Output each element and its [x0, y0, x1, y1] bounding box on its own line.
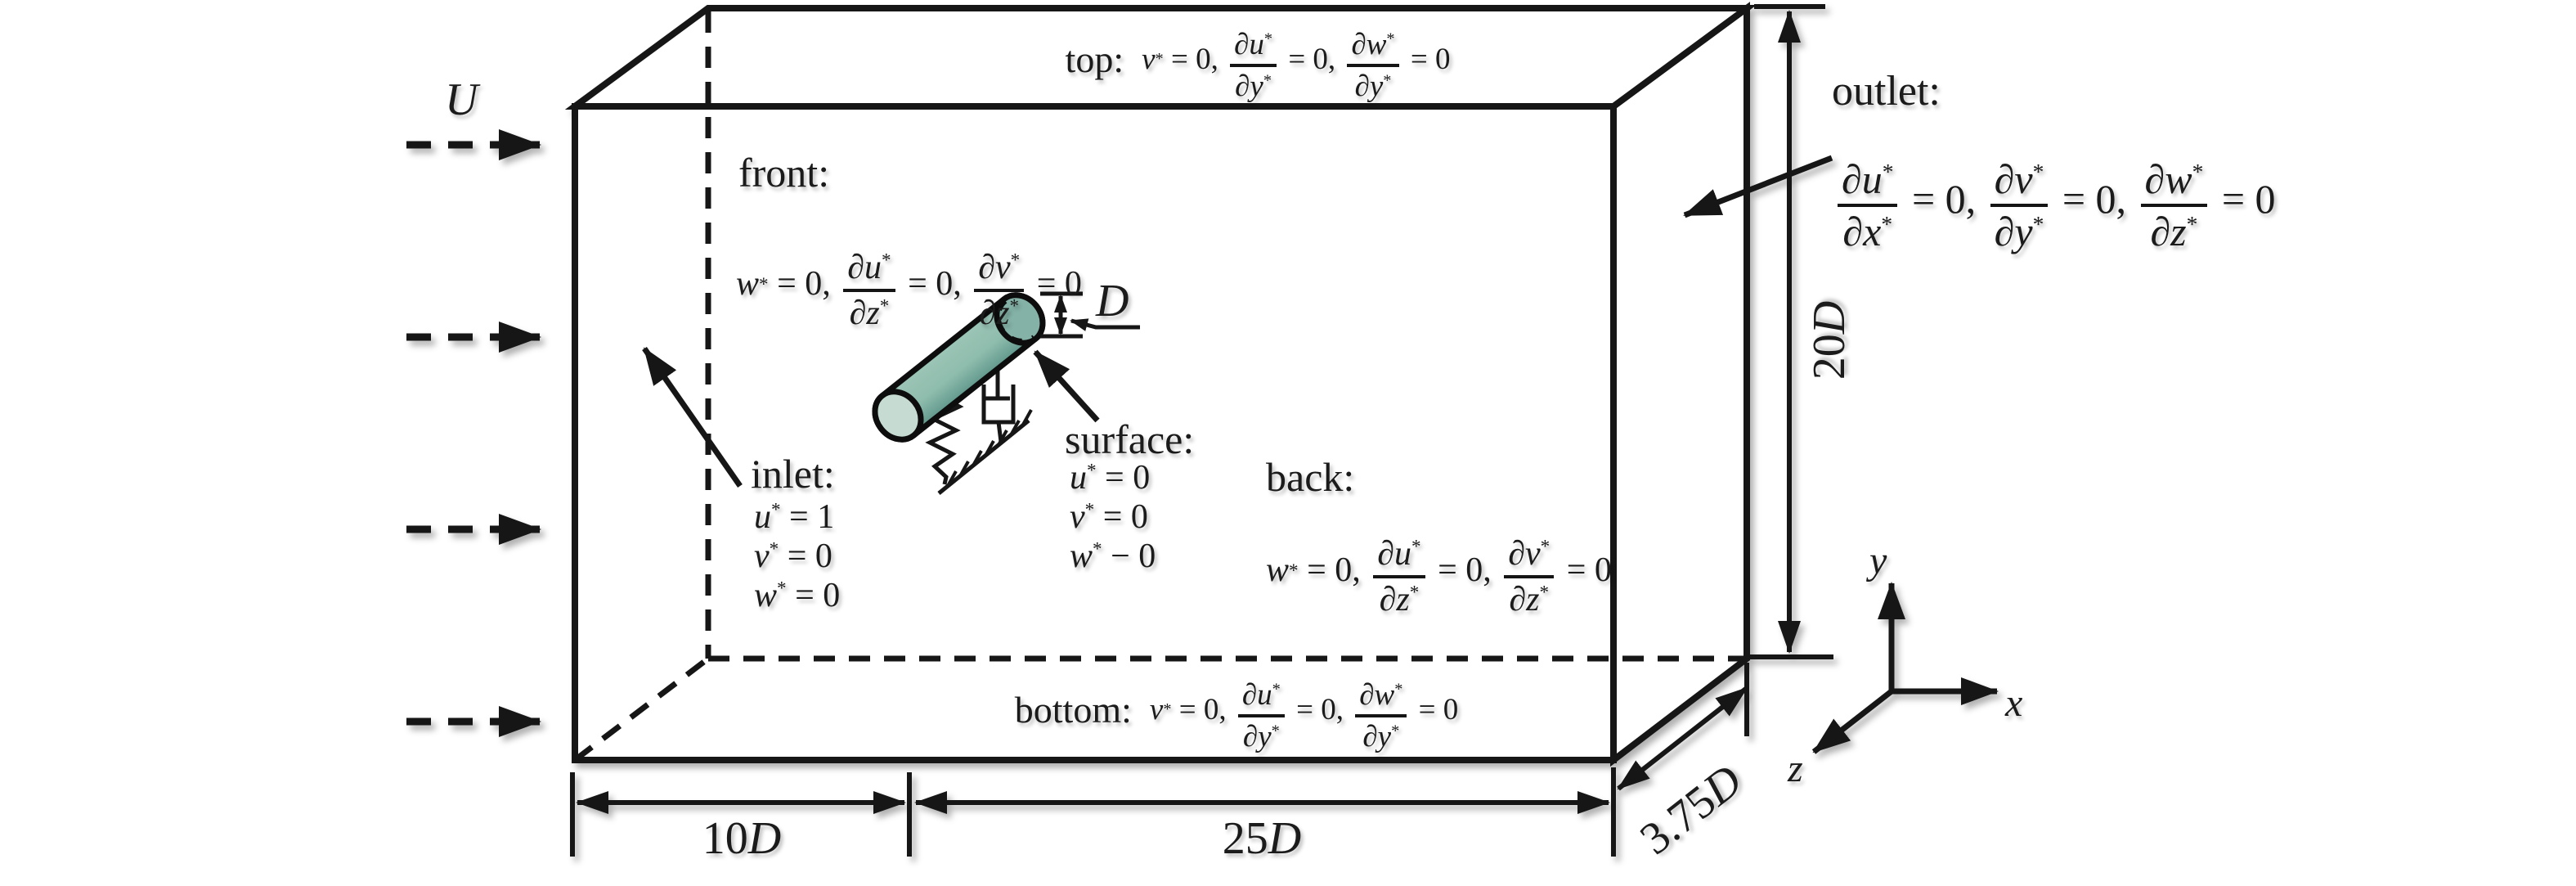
diagram-geometry [406, 2, 1999, 857]
inflow-arrows [406, 129, 541, 737]
dimension-upstream [570, 772, 912, 857]
dimension-height [1750, 4, 1833, 659]
bc-inlet-line-3: w* = 0 [754, 577, 841, 614]
freestream-label: U [445, 74, 478, 125]
box-hidden-edge-bottom-left [572, 656, 711, 762]
bc-front-formula: w* = 0, ∂u*∂z* = 0, ∂v*∂z* = 0 [736, 237, 1082, 331]
arrow-375d [1617, 686, 1748, 791]
y-axis-label: y [1869, 539, 1887, 582]
bc-inlet-lines: u* = 1 v* = 0 w* = 0 [754, 497, 840, 615]
x-axis-label: x [2005, 681, 2023, 725]
z-axis-label: z [1788, 747, 1803, 790]
bc-back-label: back: [1266, 454, 1355, 500]
outlet-leader-arrow [1683, 155, 1833, 218]
bc-top-formula: v* = 0, ∂u*∂y* = 0, ∂w*∂y* = 0 [1142, 16, 1450, 101]
bc-outlet-label: outlet: [1832, 68, 1941, 115]
surface-leader-arrow [1033, 349, 1100, 423]
box-front-face [572, 103, 1617, 763]
bc-front-label: front: [738, 150, 830, 196]
dimension-diameter [1040, 291, 1140, 339]
z-axis-arrow [1811, 689, 1894, 754]
bc-bottom-label: bottom: [1014, 688, 1132, 731]
box-right-face [1610, 2, 1750, 767]
bc-top-label: top: [1065, 38, 1124, 80]
bc-back: w* = 0, ∂u*∂z* = 0, ∂v*∂z* = 0 [1266, 524, 1612, 617]
bc-outlet: ∂u*∂x* = 0, ∂v*∂y* = 0, ∂w*∂z* = 0 [1833, 146, 2276, 252]
leader-arrows [642, 155, 1833, 488]
dim-d-label: D [1096, 276, 1129, 326]
cylinder-hidden-rim [997, 300, 1034, 342]
cylinder-far-cap [994, 292, 1046, 346]
bc-front: w* = 0, ∂u*∂z* = 0, ∂v*∂z* = 0 [736, 237, 1082, 331]
bc-top: top: v* = 0, ∂u*∂y* = 0, ∂w*∂y* = 0 [947, 16, 1568, 101]
bc-bottom-formula: v* = 0, ∂u*∂y* = 0, ∂w*∂y* = 0 [1150, 667, 1458, 752]
domain-box [564, 2, 1757, 767]
bc-surface-line-2: v* = 0 [1070, 498, 1148, 536]
ground-hatching [946, 409, 1033, 487]
figure-canvas: U top: v* = 0, ∂u*∂y* = 0, ∂w*∂y* = 0 fr… [406, 2, 2276, 866]
cylinder [872, 292, 1046, 443]
dim-10d-label: 10D [702, 813, 782, 864]
bc-surface-lines: u* = 0 v* = 0 w* − 0 [1070, 458, 1156, 576]
diameter-leader [1070, 318, 1140, 331]
bc-surface-line-3: w* − 0 [1070, 537, 1156, 575]
bc-bottom: bottom: v* = 0, ∂u*∂y* = 0, ∂w*∂y* = 0 [909, 667, 1564, 752]
cylinder-near-cap [872, 389, 924, 443]
coordinate-axes [1811, 582, 1999, 754]
dimension-downstream [914, 767, 1616, 857]
bc-outlet-formula: ∂u*∂x* = 0, ∂v*∂y* = 0, ∂w*∂z* = 0 [1833, 146, 2276, 252]
bc-surface-line-1: u* = 0 [1070, 459, 1151, 497]
bc-surface-label: surface: [1065, 416, 1195, 462]
dimension-span [1617, 663, 1749, 791]
inlet-leader-arrow [642, 346, 743, 488]
dim-20d-label: 20D [1804, 300, 1855, 380]
cylinder-support [925, 353, 1033, 495]
dim-25d-label: 25D [1222, 813, 1302, 864]
bc-inlet-line-2: v* = 0 [754, 537, 832, 575]
bc-inlet-line-1: u* = 1 [754, 498, 835, 536]
bc-inlet-label: inlet: [751, 451, 835, 497]
bc-back-formula: w* = 0, ∂u*∂z* = 0, ∂v*∂z* = 0 [1266, 524, 1612, 617]
